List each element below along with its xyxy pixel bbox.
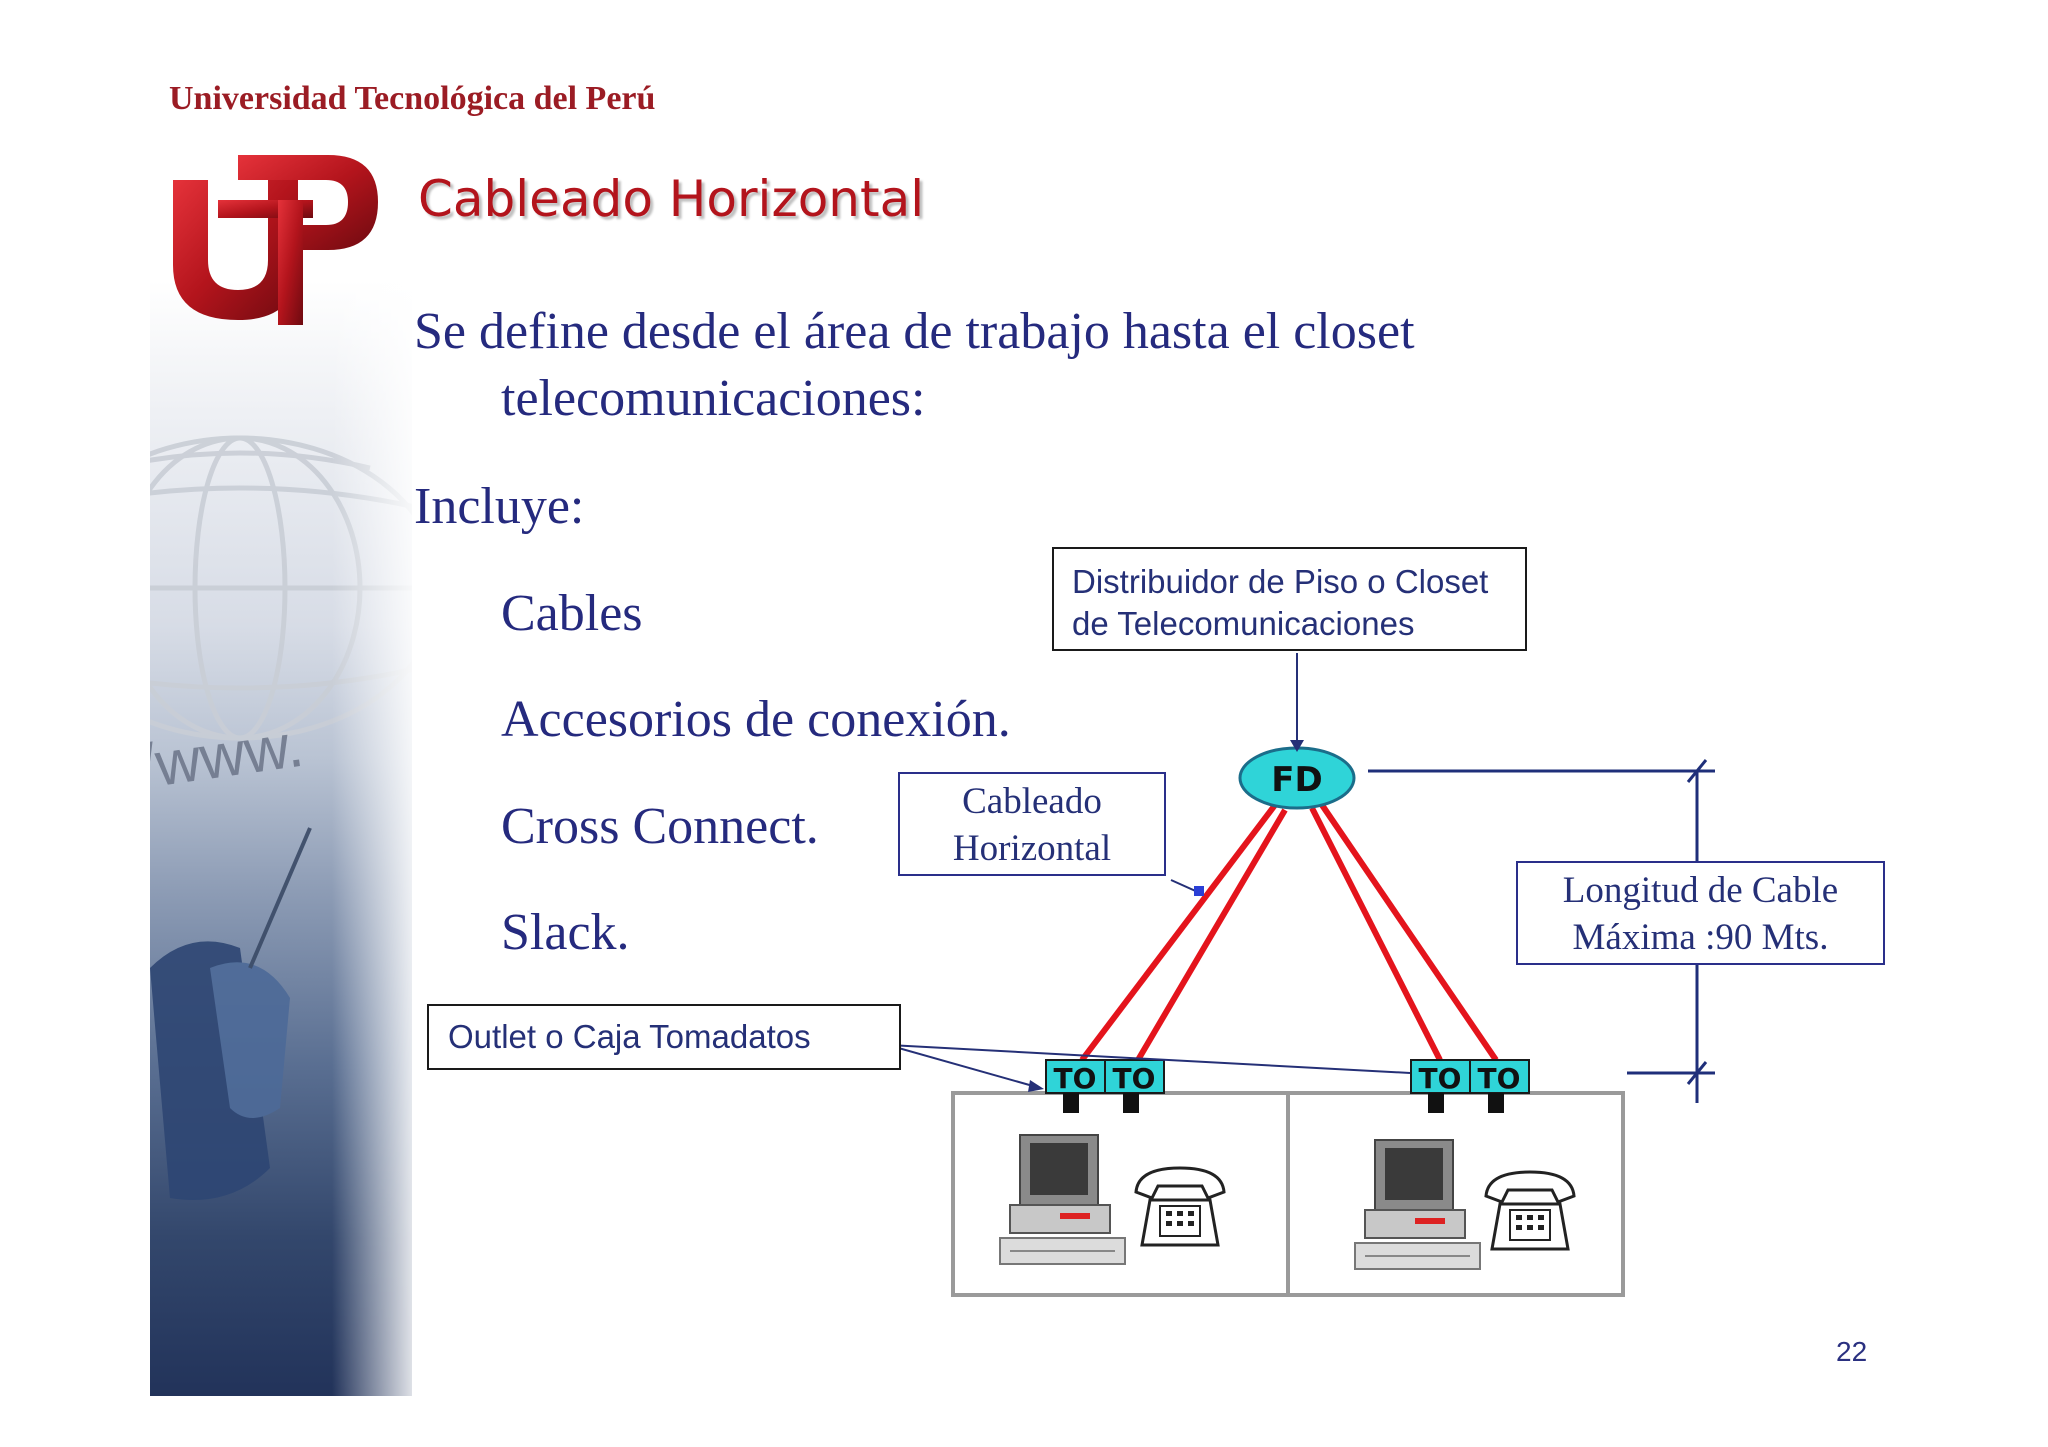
phone-icon-left <box>1134 1166 1226 1247</box>
outlet-2 <box>1104 1059 1165 1094</box>
length-line-1: Longitud de Cable <box>1562 870 1839 911</box>
cableado-horizontal-line-1: Cableado <box>962 781 1102 822</box>
utp-logo-icon <box>173 155 378 325</box>
outlet-3-jack <box>1428 1093 1444 1113</box>
outlets-left: TO TO <box>1045 1059 1165 1113</box>
computer-icon-left <box>999 1134 1126 1265</box>
outlet-1-label: TO <box>1054 1062 1097 1095</box>
outlet-1-jack <box>1063 1093 1079 1113</box>
length-line-2: Máxima :90 Mts. <box>1572 917 1829 958</box>
fd-node: FD <box>1238 746 1356 810</box>
outlet-description-box: Outlet o Caja Tomadatos <box>427 1004 901 1070</box>
horizontal-cables <box>1079 803 1499 1062</box>
outlet-pointer-right <box>887 1044 1411 1074</box>
outlets-right: TO TO <box>1410 1059 1530 1113</box>
outlet-2-jack <box>1123 1093 1139 1113</box>
outlet-pointer-left <box>887 1044 1041 1089</box>
cableado-horizontal-box: Cableado Horizontal <box>898 772 1166 876</box>
fd-description-line-2: de Telecomunicaciones <box>1072 605 1415 642</box>
include-item-cross-connect: Cross Connect. <box>501 798 819 855</box>
background-fade <box>332 68 412 1396</box>
university-name: Universidad Tecnológica del Perú <box>169 80 656 117</box>
globe-icon: /www. <box>150 435 412 1200</box>
utp-logo <box>168 140 383 325</box>
phone-icon-right <box>1484 1170 1576 1251</box>
includes-label: Incluye: <box>414 478 585 535</box>
include-item-slack: Slack. <box>501 904 630 961</box>
fd-node-label: FD <box>1271 760 1322 800</box>
intro-line-2: telecomunicaciones: <box>501 370 926 427</box>
cableado-horizontal-line-2: Horizontal <box>952 828 1112 869</box>
outlet-pointer-left-arrow <box>1028 1080 1044 1092</box>
computer-icon-right <box>1354 1139 1481 1270</box>
intro-line-1: Se define desde el área de trabajo hasta… <box>414 303 1415 360</box>
outlet-2-label: TO <box>1113 1062 1156 1095</box>
slide-title: Cableado Horizontal <box>418 170 925 228</box>
outlet-description-text: Outlet o Caja Tomadatos <box>448 1018 811 1055</box>
length-box: Longitud de Cable Máxima :90 Mts. <box>1516 861 1885 965</box>
outlet-4-jack <box>1488 1093 1504 1113</box>
page-number: 22 <box>1836 1336 1868 1367</box>
fd-description-box: Distribuidor de Piso o Closet de Telecom… <box>1052 547 1527 651</box>
fd-pointer-arrow <box>1290 740 1304 752</box>
include-item-accesorios: Accesorios de conexión. <box>501 691 1011 748</box>
horizontal-pointer-marker <box>1194 886 1204 896</box>
outlet-4-label: TO <box>1478 1062 1521 1095</box>
outlet-3-label: TO <box>1419 1062 1462 1095</box>
outlet-4 <box>1469 1059 1530 1094</box>
include-item-cables: Cables <box>501 585 643 642</box>
fd-description-line-1: Distribuidor de Piso o Closet <box>1072 563 1489 600</box>
